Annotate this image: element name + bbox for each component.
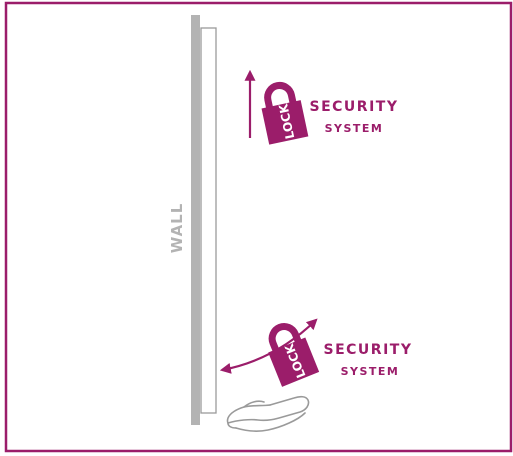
security-label-line2: SYSTEM bbox=[341, 365, 400, 378]
wall bbox=[191, 15, 200, 425]
door-panel bbox=[201, 28, 216, 413]
wall-label: WALL bbox=[168, 203, 186, 254]
padlock-icon: LOCK bbox=[258, 82, 309, 145]
security-label-line2: SYSTEM bbox=[325, 122, 384, 135]
hand-icon bbox=[228, 397, 309, 431]
security-label-line1: SECURITY bbox=[324, 342, 413, 358]
security-label-line1: SECURITY bbox=[310, 99, 399, 115]
padlock-icon: LOCK bbox=[261, 320, 319, 387]
outer-border bbox=[6, 3, 511, 451]
